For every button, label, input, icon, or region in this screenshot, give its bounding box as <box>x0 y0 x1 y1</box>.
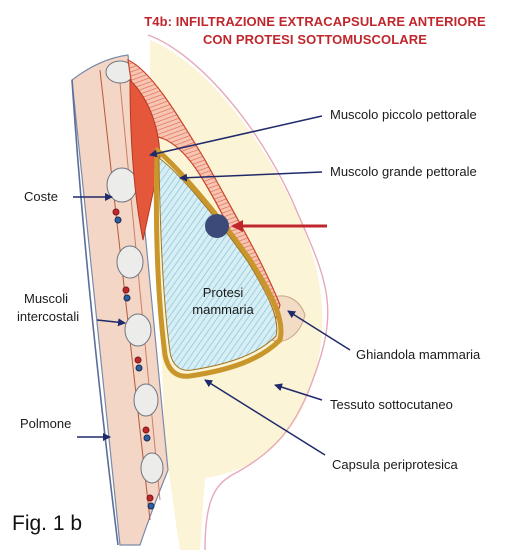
label-protesi-2: mammaria <box>163 301 283 318</box>
label-ghiandola-mammaria: Ghiandola mammaria <box>356 347 480 363</box>
title-line-2: CON PROTESI SOTTOMUSCOLARE <box>120 32 510 47</box>
label-muscoli-intercostali-2: intercostali <box>17 309 79 325</box>
label-capsula-periprotesica: Capsula periprotesica <box>332 457 458 473</box>
title-line-1: T4b: INFILTRAZIONE EXTRACAPSULARE ANTERI… <box>120 14 510 29</box>
label-protesi-1: Protesi <box>163 284 283 301</box>
label-polmone: Polmone <box>20 416 71 432</box>
label-muscoli-intercostali-1: Muscoli <box>24 291 68 307</box>
label-tessuto-sottocutaneo: Tessuto sottocutaneo <box>330 397 453 413</box>
lesion-dot <box>205 214 229 238</box>
label-muscolo-piccolo-pettorale: Muscolo piccolo pettorale <box>330 107 477 123</box>
label-coste: Coste <box>24 189 58 205</box>
figure-caption: Fig. 1 b <box>12 512 82 536</box>
label-muscolo-grande-pettorale: Muscolo grande pettorale <box>330 164 477 180</box>
